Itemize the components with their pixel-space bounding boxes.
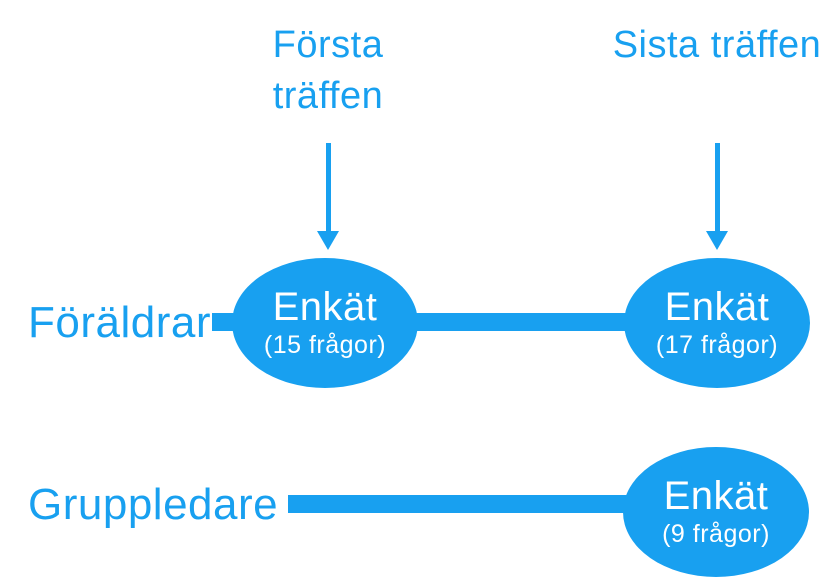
row-label-group-leaders: Gruppledare	[28, 480, 279, 529]
survey-bubble-parents-last: Enkät (17 frågor)	[624, 258, 810, 388]
survey-bubble-question-count: (15 frågor)	[263, 331, 387, 359]
survey-bubble-question-count: (17 frågor)	[655, 331, 779, 359]
down-arrow-shaft	[714, 143, 720, 231]
survey-bubble-parents-first: Enkät (15 frågor)	[232, 258, 418, 388]
column-header-last-meeting: Sista träffen	[612, 24, 822, 66]
survey-bubble-title: Enkät	[664, 285, 770, 329]
row-label-parents: Föräldrar	[28, 298, 211, 347]
survey-bubble-title: Enkät	[272, 285, 378, 329]
column-header-first-meeting: Första träffen	[272, 24, 384, 117]
down-arrow-head	[317, 231, 339, 250]
down-arrow-shaft	[325, 143, 331, 231]
connector-bar-group-leaders	[288, 495, 718, 513]
survey-bubble-group-leaders-last: Enkät (9 frågor)	[623, 447, 809, 577]
survey-bubble-title: Enkät	[663, 474, 769, 518]
down-arrow-head	[706, 231, 728, 250]
survey-bubble-question-count: (9 frågor)	[662, 520, 770, 548]
